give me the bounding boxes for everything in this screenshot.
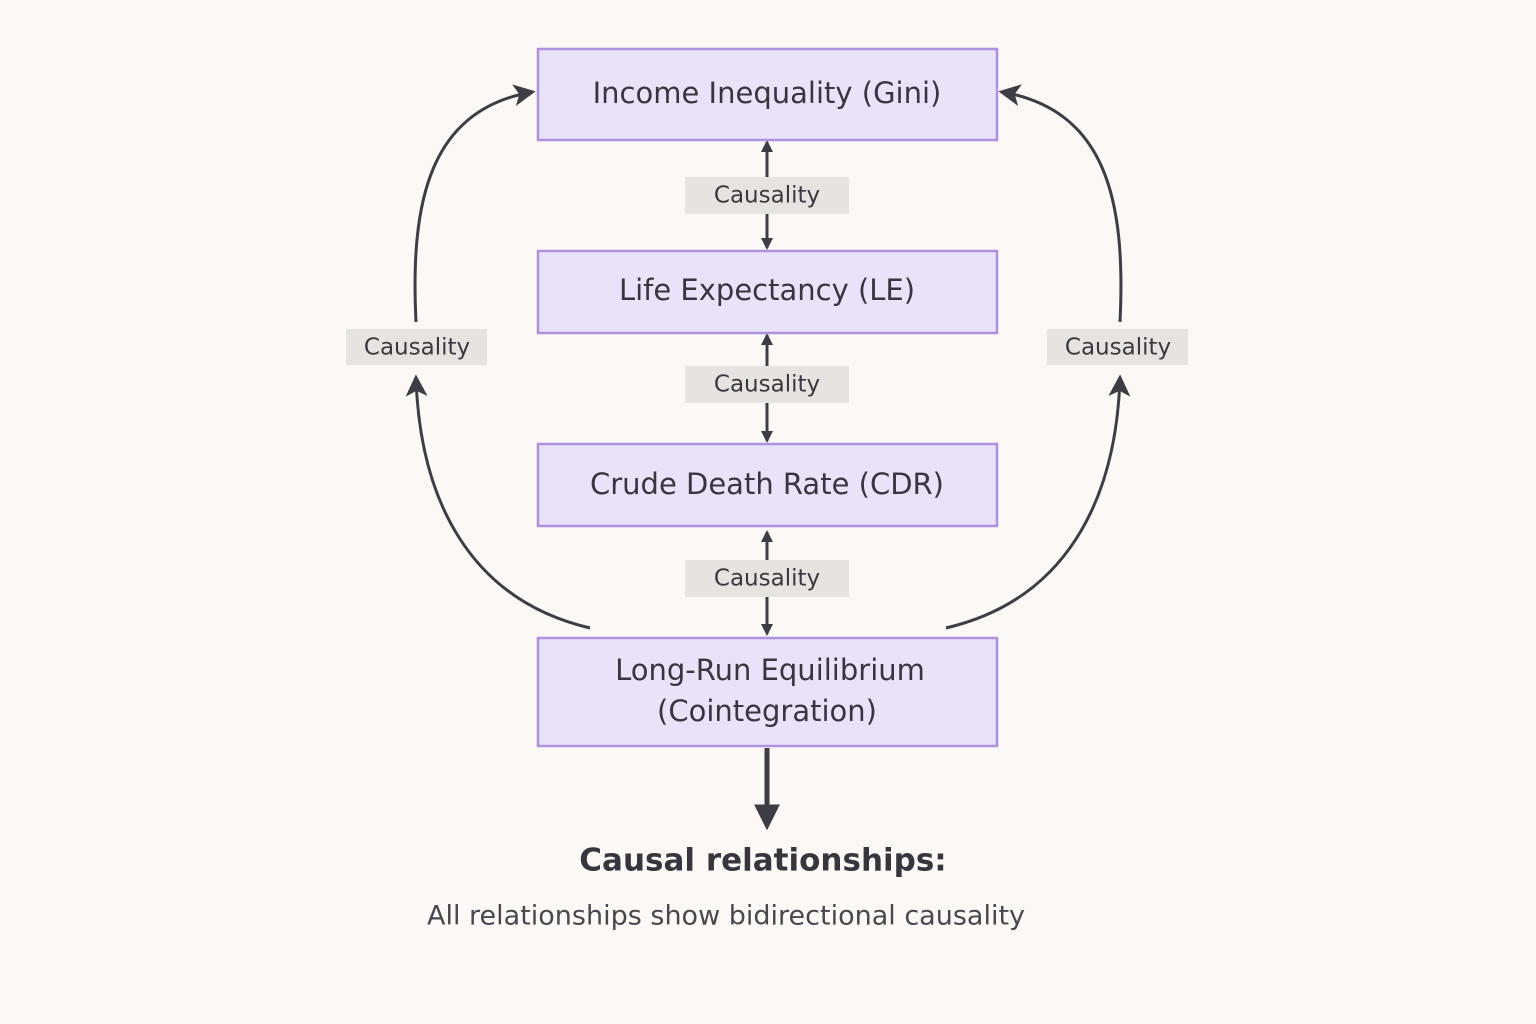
edge-label-le-cdr-text: Causality: [714, 372, 820, 398]
node-income-inequality-label: Income Inequality (Gini): [593, 76, 942, 110]
caption-body: All relationships show bidirectional cau…: [427, 901, 1025, 932]
edge-label-right-arc-text: Causality: [1065, 335, 1171, 361]
right-arc-upper: [998, 84, 1123, 323]
edge-label-gini-le-text: Causality: [714, 183, 820, 209]
edge-label-right-arc: Causality: [1047, 329, 1188, 365]
node-crude-death-rate: Crude Death Rate (CDR): [536, 442, 999, 528]
edge-label-le-cdr: Causality: [685, 366, 849, 403]
edge-label-left-arc: Causality: [346, 329, 487, 365]
edge-label-left-arc-text: Causality: [364, 335, 470, 361]
edge-lre-to-gini-left: [405, 84, 591, 630]
node-long-run-equilibrium-label-line1: Long-Run Equilibrium: [615, 653, 925, 687]
left-arc-lower: [405, 374, 591, 630]
edge-label-cdr-lre: Causality: [685, 560, 849, 597]
node-life-expectancy: Life Expectancy (LE): [536, 249, 999, 335]
left-arc-upper: [413, 84, 536, 323]
node-income-inequality: Income Inequality (Gini): [536, 47, 999, 142]
node-long-run-equilibrium-label-line2: (Cointegration): [657, 694, 877, 728]
node-crude-death-rate-label: Crude Death Rate (CDR): [590, 467, 944, 501]
node-life-expectancy-label: Life Expectancy (LE): [619, 273, 915, 307]
caption-title: Causal relationships:: [579, 843, 946, 879]
edge-label-gini-le: Causality: [685, 177, 849, 214]
edge-label-cdr-lre-text: Causality: [714, 566, 820, 592]
right-arc-lower: [945, 374, 1131, 630]
edge-lre-to-gini-right: [945, 84, 1131, 630]
node-long-run-equilibrium: Long-Run Equilibrium (Cointegration): [536, 636, 999, 748]
